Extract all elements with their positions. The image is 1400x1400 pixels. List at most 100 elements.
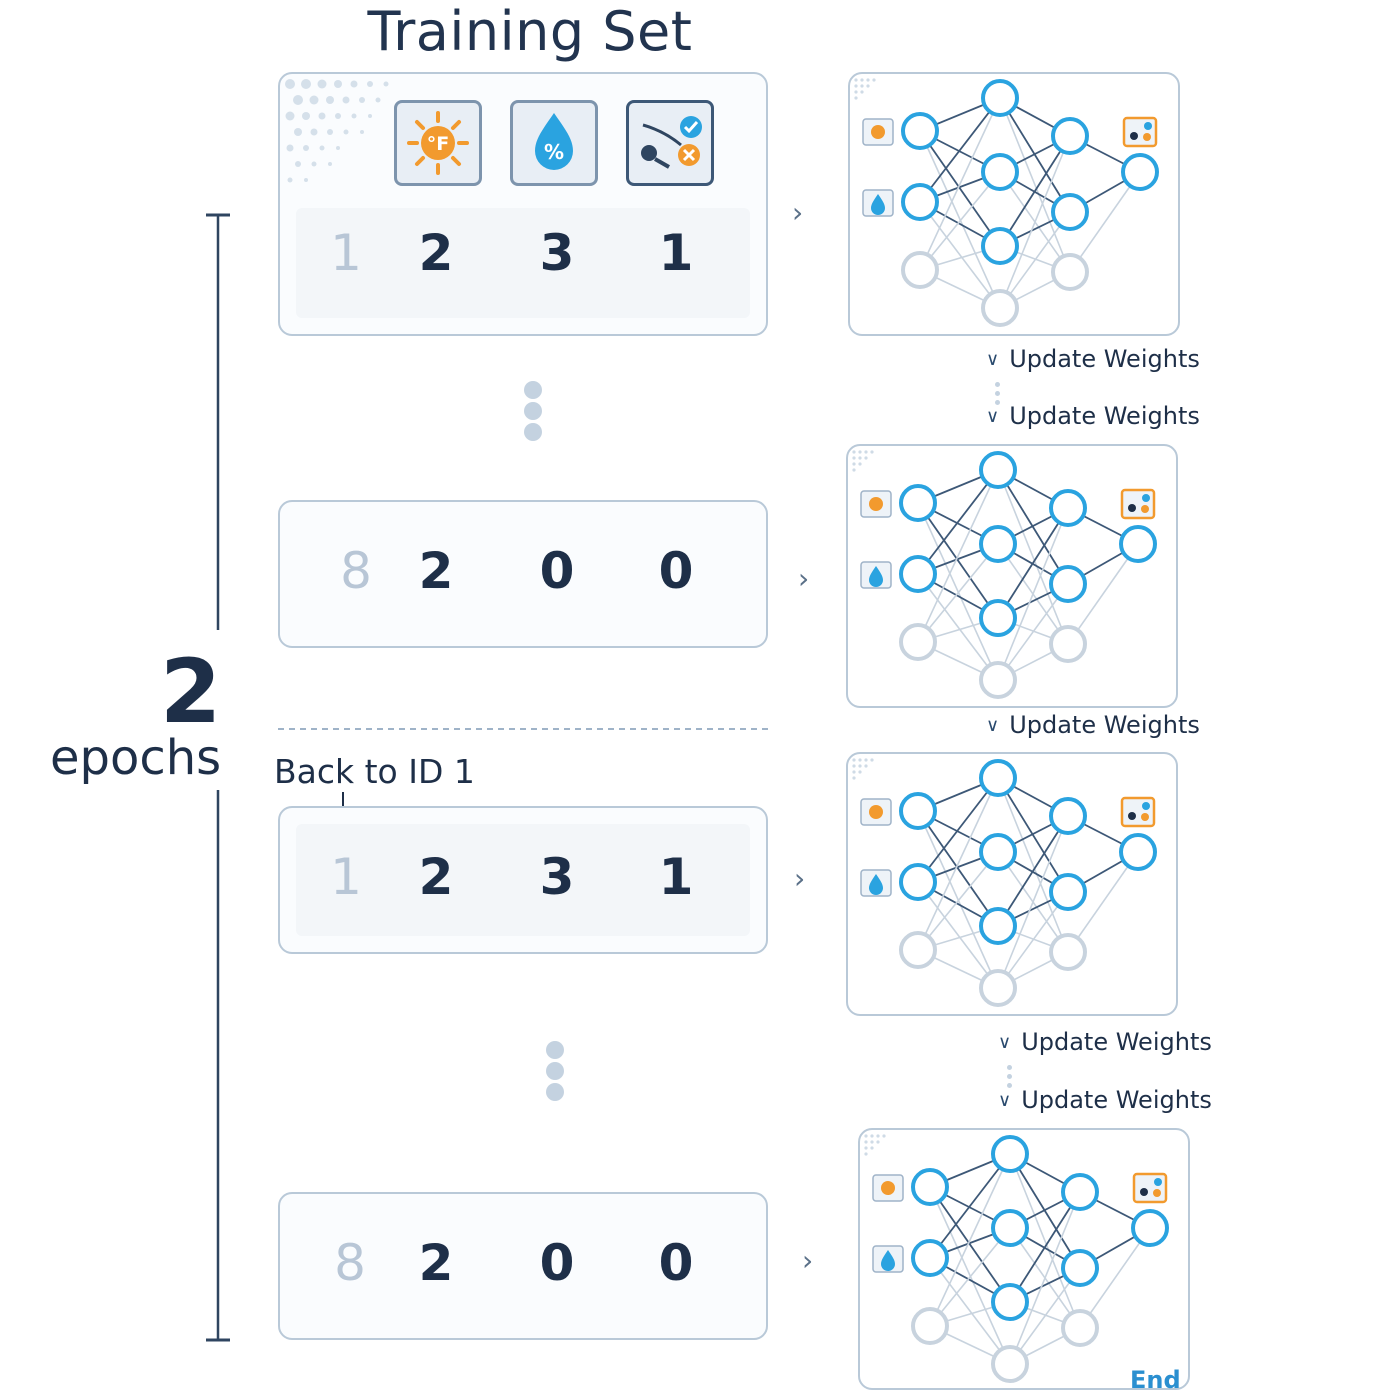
connection-line xyxy=(999,135,1071,247)
ellipsis-dot xyxy=(524,381,542,399)
chevron-right-icon: › xyxy=(792,196,804,229)
sun-fahrenheit-icon: °F xyxy=(394,100,482,186)
inactive-neuron xyxy=(901,251,939,289)
neuron xyxy=(1051,117,1089,155)
inactive-neuron xyxy=(911,1307,949,1345)
row-value: 2 xyxy=(418,224,454,282)
connection-line xyxy=(997,507,1069,681)
sun-fahrenheit-icon xyxy=(860,798,892,826)
connection-line xyxy=(1009,1191,1081,1303)
update-weights-text: Update Weights xyxy=(1021,1086,1212,1114)
network-panel-3 xyxy=(846,752,1178,1016)
neural-network-diagram xyxy=(854,78,1159,327)
connection-line xyxy=(917,851,999,951)
training-card-row-2: 8 2 0 0 xyxy=(278,500,768,648)
inactive-neuron xyxy=(979,661,1017,699)
neural-network-diagram xyxy=(852,450,1157,699)
connection-line xyxy=(929,1153,1011,1259)
golf-outcome-icon xyxy=(626,100,714,186)
page-title: Training Set xyxy=(367,0,693,63)
ellipsis-dot xyxy=(524,402,542,420)
inactive-neuron xyxy=(991,1345,1029,1383)
update-weights-text: Update Weights xyxy=(1009,345,1200,373)
ellipsis-dot xyxy=(1007,1065,1012,1070)
neuron xyxy=(899,555,937,593)
connection-line xyxy=(1067,851,1139,953)
row-value: 2 xyxy=(418,1234,454,1292)
connection-line xyxy=(1079,1227,1151,1329)
data-row: 1 2 3 1 xyxy=(280,224,766,284)
update-weights-label: ∨Update Weights xyxy=(998,1028,1212,1056)
inactive-neuron xyxy=(1051,253,1089,291)
connection-line xyxy=(997,507,1069,619)
connection-line xyxy=(917,502,999,681)
neuron xyxy=(899,484,937,522)
row-id: 8 xyxy=(340,542,372,600)
connection-line xyxy=(1009,1267,1081,1365)
connection-line xyxy=(917,810,999,927)
data-row: 8 2 0 0 xyxy=(280,542,766,602)
back-to-id-label: Back to ID 1 xyxy=(274,752,475,791)
neuron xyxy=(991,1209,1029,1247)
row-value: 2 xyxy=(418,542,454,600)
inactive-neuron xyxy=(899,931,937,969)
connection-line xyxy=(999,135,1071,309)
chevron-down-icon: ∨ xyxy=(986,715,1000,736)
sun-fahrenheit-icon xyxy=(862,118,894,146)
connection-line xyxy=(917,543,999,643)
connection-line xyxy=(1067,543,1139,645)
chevron-down-icon: ∨ xyxy=(998,1032,1012,1053)
neuron xyxy=(979,907,1017,945)
connection-line xyxy=(919,171,1001,271)
data-row: 1 2 3 1 xyxy=(280,848,766,908)
connection-line xyxy=(917,469,999,575)
neuron xyxy=(979,525,1017,563)
sun-fahrenheit-icon xyxy=(872,1174,904,1202)
neuron xyxy=(901,112,939,150)
network-panel-4 xyxy=(858,1128,1190,1390)
training-card-row-1: °F % 1 2 3 1 xyxy=(278,72,768,336)
chevron-right-icon: › xyxy=(798,562,810,595)
neuron xyxy=(979,833,1017,871)
chevron-right-icon: › xyxy=(794,862,806,895)
ellipsis-dot xyxy=(1007,1074,1012,1079)
ellipsis-dot xyxy=(995,391,1000,396)
connection-line xyxy=(1069,171,1141,273)
neuron xyxy=(979,599,1017,637)
neuron xyxy=(899,863,937,901)
neuron xyxy=(1119,525,1157,563)
svg-text:%: % xyxy=(544,140,564,164)
ellipsis-dot xyxy=(995,400,1000,405)
neuron xyxy=(1119,833,1157,871)
training-card-row-4: 8 2 0 0 xyxy=(278,1192,768,1340)
connection-line xyxy=(917,777,999,951)
ellipsis-dot xyxy=(1007,1083,1012,1088)
row-value: 0 xyxy=(539,542,575,600)
row-id: 1 xyxy=(330,848,362,906)
connection-line xyxy=(919,201,1001,309)
connection-line xyxy=(1009,1191,1081,1365)
neuron xyxy=(1049,565,1087,603)
update-weights-label: ∨Update Weights xyxy=(998,1086,1212,1114)
connection-line xyxy=(997,777,1069,953)
connection-line xyxy=(997,583,1069,681)
ellipsis-dot xyxy=(546,1041,564,1059)
neuron xyxy=(911,1239,949,1277)
connection-line xyxy=(929,1153,1011,1327)
connection-line xyxy=(917,502,999,619)
row-value: 0 xyxy=(658,1234,694,1292)
golf-outcome-icon xyxy=(1132,1172,1168,1204)
neuron xyxy=(979,451,1017,489)
connection-line xyxy=(929,1186,1011,1365)
golf-outcome-icon xyxy=(1120,796,1156,828)
chevron-right-icon: › xyxy=(802,1244,814,1277)
epoch-separator xyxy=(278,728,768,730)
row-value: 1 xyxy=(658,848,694,906)
connection-line xyxy=(919,97,1001,271)
neural-network-diagram xyxy=(864,1134,1169,1383)
update-weights-label: ∨Update Weights xyxy=(986,402,1200,430)
neuron xyxy=(991,1135,1029,1173)
chevron-down-icon: ∨ xyxy=(986,406,1000,427)
bracket-gap xyxy=(150,630,240,730)
connection-line xyxy=(1009,1153,1081,1329)
